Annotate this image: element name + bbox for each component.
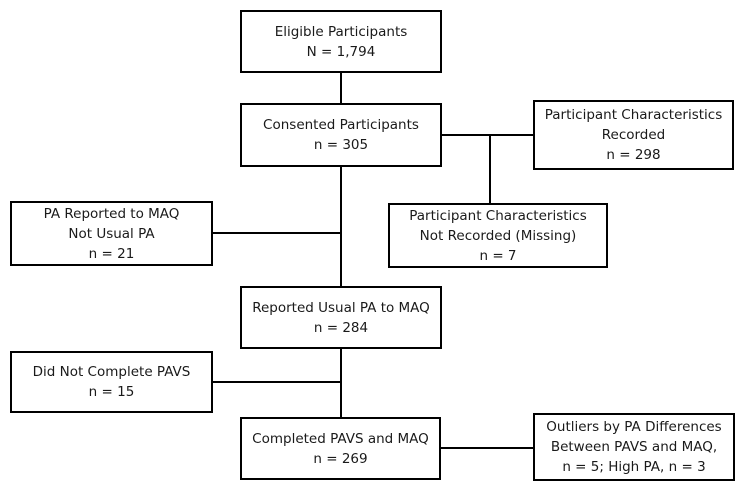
box-label: Participant Characteristics	[544, 107, 723, 123]
box-label: Reported Usual PA to MAQ	[252, 299, 430, 316]
box-count: n = 284	[313, 319, 369, 336]
box-count: N = 1,794	[306, 43, 376, 60]
box-count: n = 7	[479, 247, 517, 264]
box-count: n = 5; High PA, n = 3	[562, 459, 706, 475]
connector-consented-to-usual-pa	[340, 166, 342, 287]
connector-completed-to-outliers	[440, 447, 534, 449]
box-label: Participant Characteristics	[409, 207, 587, 224]
box-label: Outliers by PA Differences	[546, 419, 722, 435]
box-label: Completed PAVS and MAQ	[252, 430, 429, 447]
box-reported-usual-pa: Reported Usual PA to MAQ n = 284	[240, 286, 442, 349]
box-label: Not Usual PA	[68, 225, 155, 242]
box-outliers: Outliers by PA Differences Between PAVS …	[533, 413, 735, 481]
connector-not-usual-to-spine	[212, 232, 342, 234]
box-completed-pavs-maq: Completed PAVS and MAQ n = 269	[240, 417, 441, 480]
box-eligible-participants: Eligible Participants N = 1,794	[240, 10, 442, 73]
connector-eligible-to-consented	[340, 72, 342, 104]
box-count: n = 298	[606, 147, 661, 163]
box-count: n = 305	[313, 137, 369, 153]
box-characteristics-recorded: Participant Characteristics Recorded n =…	[533, 100, 734, 170]
box-label: Not Recorded (Missing)	[419, 227, 577, 244]
box-count: n = 15	[88, 384, 135, 400]
box-consented-participants: Consented Participants n = 305	[240, 103, 442, 167]
box-characteristics-missing: Participant Characteristics Not Recorded…	[388, 203, 608, 268]
box-label: Consented Participants	[263, 117, 419, 133]
box-pa-not-usual: PA Reported to MAQ Not Usual PA n = 21	[10, 201, 213, 266]
connector-no-pavs-to-spine	[212, 381, 342, 383]
connector-usual-pa-to-completed	[340, 348, 342, 418]
connector-consented-to-recorded	[441, 134, 533, 136]
box-did-not-complete-pavs: Did Not Complete PAVS n = 15	[10, 351, 213, 413]
box-label: Did Not Complete PAVS	[32, 364, 191, 380]
box-label: Recorded	[601, 127, 666, 143]
box-label: Between PAVS and MAQ,	[550, 439, 718, 455]
box-label: Eligible Participants	[274, 23, 408, 40]
connector-branch-to-missing	[489, 134, 491, 204]
box-count: n = 21	[88, 245, 135, 262]
box-label: PA Reported to MAQ	[43, 205, 180, 222]
box-count: n = 269	[313, 450, 368, 467]
